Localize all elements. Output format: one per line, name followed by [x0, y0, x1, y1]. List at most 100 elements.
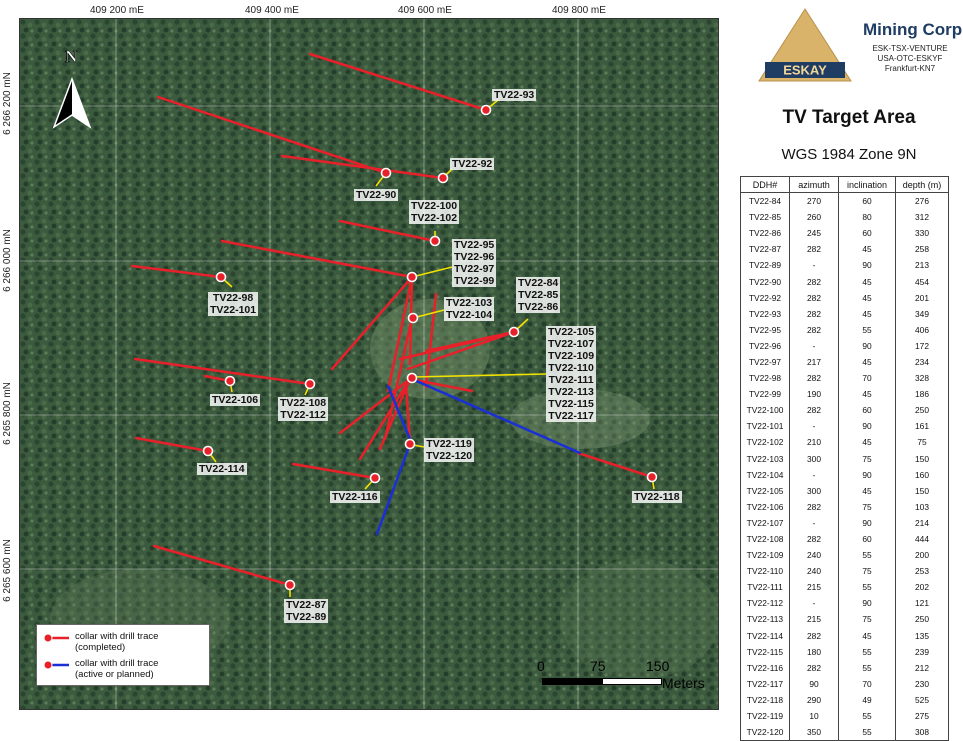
cell-ddh: TV22-104	[740, 466, 790, 483]
cell-azimuth: 190	[789, 386, 839, 403]
north-arrow-icon	[52, 76, 92, 129]
label-tv22-93: TV22-93	[492, 89, 537, 101]
cell-inclination: 70	[838, 675, 896, 692]
cell-depth: 121	[895, 595, 949, 612]
cell-depth: 250	[895, 611, 949, 628]
cell-azimuth: 282	[789, 289, 839, 306]
label-tv22-87-89: TV22-87 TV22-89	[284, 599, 329, 623]
cell-inclination: 45	[838, 627, 896, 644]
col-ddh: DDH#	[740, 176, 790, 193]
cell-azimuth: -	[789, 466, 839, 483]
projection-subtitle: WGS 1984 Zone 9N	[781, 146, 917, 163]
cell-azimuth: 210	[789, 434, 839, 451]
cell-ddh: TV22-97	[740, 353, 790, 371]
cell-depth: 213	[895, 257, 949, 274]
label-tv22-106: TV22-106	[210, 394, 261, 406]
cell-ddh: TV22-118	[740, 691, 790, 708]
label-tv22-108-112: TV22-108 TV22-112	[278, 397, 329, 421]
cell-inclination: 75	[838, 611, 896, 628]
scale-segment-1	[542, 678, 602, 685]
label-tv22-84-86: TV22-84 TV22-85 TV22-86	[516, 277, 561, 313]
cell-azimuth: 300	[789, 450, 839, 467]
cell-depth: 258	[895, 241, 949, 258]
cell-inclination: 90	[838, 257, 896, 274]
cell-ddh: TV22-119	[740, 708, 790, 725]
cell-azimuth: 260	[789, 209, 839, 226]
cell-ddh: TV22-93	[740, 305, 790, 322]
label-tv22-114: TV22-114	[197, 463, 247, 475]
col-inclination: inclination	[838, 176, 896, 193]
cell-azimuth: 282	[789, 659, 839, 676]
cell-depth: 250	[895, 402, 949, 419]
cell-depth: 202	[895, 579, 949, 596]
cell-azimuth: 10	[789, 708, 839, 725]
cell-inclination: 45	[838, 353, 896, 371]
cell-inclination: 55	[838, 708, 896, 725]
cell-depth: 328	[895, 370, 949, 387]
scale-tick-150: 150	[646, 658, 670, 674]
cell-depth: 253	[895, 563, 949, 580]
scale-unit: Meters	[662, 675, 705, 691]
north-label: N	[65, 47, 78, 66]
cell-depth: 276	[895, 192, 949, 210]
cell-inclination: 45	[838, 241, 896, 258]
cell-inclination: 55	[838, 659, 896, 676]
cell-inclination: 90	[838, 418, 896, 435]
cell-azimuth: 215	[789, 579, 839, 596]
cell-azimuth: 215	[789, 611, 839, 628]
cell-ddh: TV22-103	[740, 450, 790, 467]
cell-inclination: 75	[838, 498, 896, 515]
cell-ddh: TV22-85	[740, 209, 790, 226]
cell-depth: 230	[895, 675, 949, 692]
completed-trace-symbol	[43, 631, 71, 645]
cell-depth: 135	[895, 627, 949, 644]
cell-ddh: TV22-108	[740, 530, 790, 548]
cell-inclination: 55	[838, 579, 896, 596]
col-azimuth: azimuth	[789, 176, 839, 193]
svg-text:ESKAY: ESKAY	[783, 63, 827, 78]
cell-inclination: 90	[838, 595, 896, 612]
cell-azimuth: 245	[789, 225, 839, 242]
drill-hole-table: DDH# azimuth inclination depth (m) TV22-…	[740, 176, 949, 741]
cell-azimuth: -	[789, 595, 839, 612]
cell-ddh: TV22-120	[740, 724, 790, 741]
cell-azimuth: -	[789, 418, 839, 435]
cell-depth: 308	[895, 724, 949, 741]
cell-azimuth: 282	[789, 498, 839, 515]
cell-inclination: 45	[838, 482, 896, 499]
cell-inclination: 49	[838, 691, 896, 708]
cell-inclination: 90	[838, 466, 896, 483]
cell-inclination: 90	[838, 514, 896, 531]
legend-completed-label: collar with drill trace (completed)	[75, 631, 159, 653]
cell-depth: 214	[895, 514, 949, 531]
cell-ddh: TV22-112	[740, 595, 790, 612]
cell-inclination: 45	[838, 305, 896, 322]
label-tv22-103-104: TV22-103 TV22-104	[444, 297, 495, 321]
cell-ddh: TV22-84	[740, 192, 790, 210]
cell-depth: 161	[895, 418, 949, 435]
listing-otc: USA-OTC-ESKYF	[877, 54, 943, 63]
cell-inclination: 75	[838, 563, 896, 580]
cell-depth: 275	[895, 708, 949, 725]
page-title: TV Target Area	[782, 107, 916, 128]
cell-inclination: 75	[838, 450, 896, 467]
cell-inclination: 70	[838, 370, 896, 387]
scale-tick-75: 75	[590, 658, 606, 674]
map-area[interactable]: N	[19, 18, 719, 710]
cell-azimuth: 282	[789, 273, 839, 290]
cell-depth: 150	[895, 450, 949, 467]
cell-azimuth: 180	[789, 643, 839, 660]
cell-azimuth: 350	[789, 724, 839, 741]
cell-ddh: TV22-100	[740, 402, 790, 419]
company-logo: ESKAY	[755, 5, 960, 85]
cell-depth: 75	[895, 434, 949, 451]
